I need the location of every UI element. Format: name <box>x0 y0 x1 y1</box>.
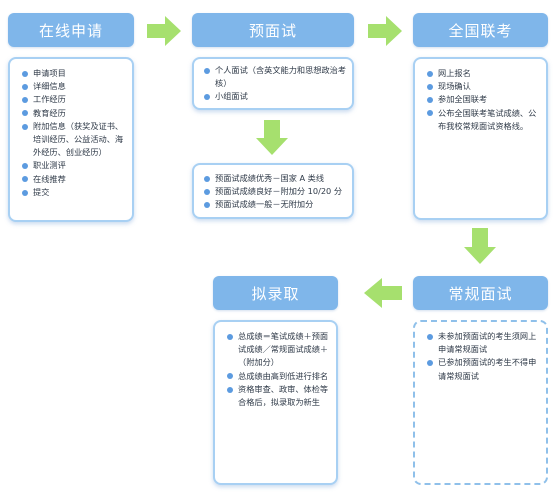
apply-item: 申请项目 <box>20 67 126 80</box>
admit-item: 总成绩＝笔试成绩＋预面试成绩／常规面试成绩＋（附加分） <box>225 330 332 370</box>
step-box-regular: 未参加预面试的考生须网上申请常规面试 已参加预面试的考生不得申请常规面试 <box>413 320 548 485</box>
step-title-admit: 拟录取 <box>251 284 300 303</box>
apply-item: 提交 <box>20 186 126 199</box>
prescreen-result-item: 预面试成绩一般－无附加分 <box>202 198 348 211</box>
arrow-right-icon <box>147 16 181 46</box>
step-box-apply: 申请项目 详细信息 工作经历 教育经历 附加信息（获奖及证书、培训经历、公益活动… <box>8 57 134 222</box>
prescreen-result-item: 预面试成绩良好－附加分 10/20 分 <box>202 185 348 198</box>
step-header-regular: 常规面试 <box>413 276 548 310</box>
apply-item: 职业测评 <box>20 159 126 172</box>
step-box-exam: 网上报名 现场确认 参加全国联考 公布全国联考笔试成绩、公布我校常规面试资格线。 <box>413 57 548 220</box>
admit-list: 总成绩＝笔试成绩＋预面试成绩／常规面试成绩＋（附加分） 总成绩由高到低进行排名 … <box>225 330 332 409</box>
prescreen-results-box: 预面试成绩优秀－国家 A 类线 预面试成绩良好－附加分 10/20 分 预面试成… <box>192 163 354 219</box>
apply-list: 申请项目 详细信息 工作经历 教育经历 附加信息（获奖及证书、培训经历、公益活动… <box>20 67 126 199</box>
step-title-regular: 常规面试 <box>448 284 513 303</box>
step-header-apply: 在线申请 <box>8 13 134 47</box>
exam-list: 网上报名 现场确认 参加全国联考 公布全国联考笔试成绩、公布我校常规面试资格线。 <box>425 67 540 133</box>
prescreen-results-list: 预面试成绩优秀－国家 A 类线 预面试成绩良好－附加分 10/20 分 预面试成… <box>202 172 348 212</box>
step-header-admit: 拟录取 <box>213 276 338 310</box>
exam-item: 公布全国联考笔试成绩、公布我校常规面试资格线。 <box>425 107 540 133</box>
apply-item: 在线推荐 <box>20 173 126 186</box>
admit-item: 总成绩由高到低进行排名 <box>225 370 332 383</box>
regular-item: 已参加预面试的考生不得申请常规面试 <box>425 356 542 382</box>
apply-item: 工作经历 <box>20 93 126 106</box>
exam-item: 现场确认 <box>425 80 540 93</box>
arrow-down-icon <box>256 120 288 155</box>
exam-item: 参加全国联考 <box>425 93 540 106</box>
arrow-left-icon <box>364 278 402 308</box>
admit-item: 资格审查、政审、体检等合格后，拟录取为新生 <box>225 383 332 409</box>
apply-item: 教育经历 <box>20 107 126 120</box>
exam-item: 网上报名 <box>425 67 540 80</box>
arrow-right-icon <box>368 16 402 46</box>
step-title-exam: 全国联考 <box>448 21 513 40</box>
step-title-prescreen: 预面试 <box>248 21 297 40</box>
prescreen-item: 个人面试（含英文能力和思想政治考核） <box>202 64 346 90</box>
regular-list: 未参加预面试的考生须网上申请常规面试 已参加预面试的考生不得申请常规面试 <box>425 330 542 383</box>
prescreen-item: 小组面试 <box>202 90 346 103</box>
arrow-down-icon <box>464 228 496 264</box>
apply-item: 详细信息 <box>20 80 126 93</box>
step-box-admit: 总成绩＝笔试成绩＋预面试成绩／常规面试成绩＋（附加分） 总成绩由高到低进行排名 … <box>213 320 338 485</box>
step-header-exam: 全国联考 <box>413 13 548 47</box>
step-box-prescreen: 个人面试（含英文能力和思想政治考核） 小组面试 <box>192 57 354 110</box>
step-header-prescreen: 预面试 <box>192 13 354 47</box>
regular-item: 未参加预面试的考生须网上申请常规面试 <box>425 330 542 356</box>
apply-item: 附加信息（获奖及证书、培训经历、公益活动、海外经历、创业经历） <box>20 120 126 160</box>
step-title-apply: 在线申请 <box>38 21 103 40</box>
prescreen-list: 个人面试（含英文能力和思想政治考核） 小组面试 <box>202 64 346 104</box>
prescreen-result-item: 预面试成绩优秀－国家 A 类线 <box>202 172 348 185</box>
